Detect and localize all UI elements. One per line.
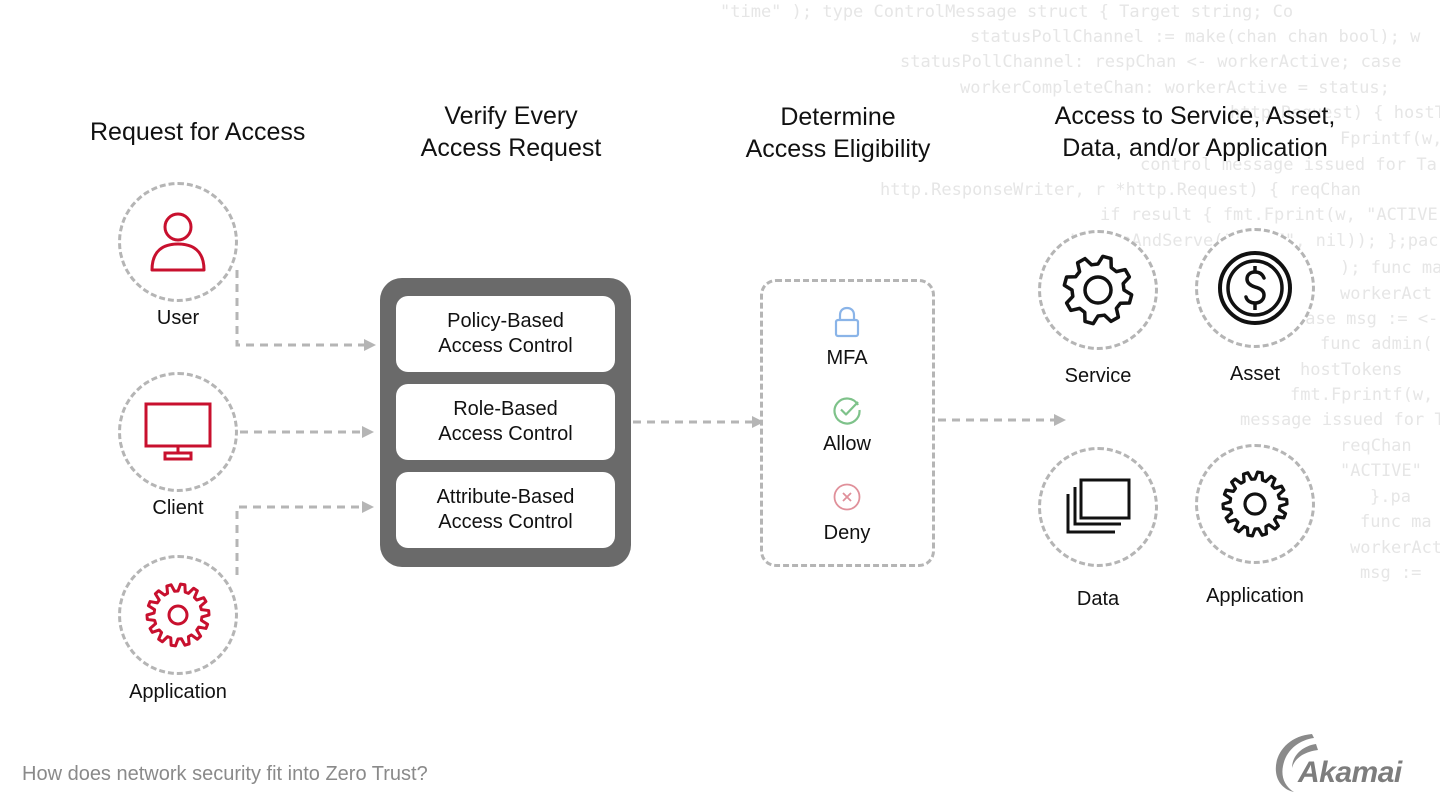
user-icon	[150, 212, 206, 272]
card-line: Access Control	[438, 511, 573, 533]
resource-application-label: Application	[1206, 585, 1304, 607]
eligibility-box: MFA Allow Deny	[760, 279, 935, 567]
check-circle-icon	[833, 397, 861, 425]
resource-asset-label: Asset	[1229, 363, 1281, 385]
eligibility-mfa-label: MFA	[826, 347, 868, 369]
card-line: Access Control	[438, 335, 573, 357]
gear-icon	[1221, 470, 1289, 538]
card-line: Attribute-Based	[436, 486, 575, 508]
gear-hole	[1083, 275, 1113, 305]
requester-client-label: Client	[152, 497, 204, 519]
title-request-for-access: Request for Access	[90, 116, 305, 148]
eligibility-deny-label: Deny	[823, 522, 871, 544]
gear-icon	[1062, 254, 1134, 326]
resource-service-label: Service	[1064, 365, 1132, 387]
akamai-wordmark: Akamai	[1298, 756, 1402, 789]
gear-body	[145, 582, 211, 648]
role-based-access-control-card: Role-Based Access Control	[396, 384, 615, 460]
gear-hole	[167, 604, 189, 626]
resource-service-circle	[1038, 230, 1158, 350]
resource-application-circle	[1195, 444, 1315, 564]
card-line: Role-Based	[453, 398, 558, 420]
requester-application-circle	[118, 555, 238, 675]
title-line: Request for Access	[90, 118, 306, 146]
card-line: Policy-Based	[447, 310, 564, 332]
title-access-to-resources: Access to Service, Asset, Data, and/or A…	[1028, 100, 1362, 164]
requester-user-label: User	[156, 307, 200, 329]
title-line: Verify Every	[444, 102, 578, 130]
gear-body	[1062, 254, 1134, 326]
card-line: Access Control	[438, 423, 573, 445]
resource-data-circle	[1038, 447, 1158, 567]
access-control-panel: Policy-Based Access Control Role-Based A…	[380, 278, 631, 567]
title-line: Access Eligibility	[745, 135, 931, 163]
monitor-icon	[144, 402, 212, 461]
resource-data-label: Data	[1076, 588, 1120, 610]
title-line: Access to Service, Asset,	[1054, 102, 1336, 130]
title-verify-every-access-request: Verify Every Access Request	[391, 100, 631, 164]
akamai-wave-icon	[1275, 734, 1318, 792]
title-line: Data, and/or Application	[1062, 134, 1328, 162]
attribute-based-access-control-card: Attribute-Based Access Control	[396, 472, 615, 548]
requester-client-circle	[118, 372, 238, 492]
gear-icon	[145, 582, 211, 648]
title-line: Access Request	[420, 134, 602, 162]
connector-user	[235, 270, 376, 351]
requester-user-circle	[118, 182, 238, 302]
title-line: Determine	[780, 103, 896, 131]
x-circle-icon	[833, 483, 861, 511]
policy-based-access-control-card: Policy-Based Access Control	[396, 296, 615, 372]
dollar-coin-icon	[1218, 251, 1292, 325]
connector-application	[235, 501, 374, 575]
akamai-logo: Akamai	[1272, 730, 1422, 794]
gear-body	[1221, 470, 1289, 538]
title-determine-access-eligibility: Determine Access Eligibility	[720, 101, 956, 165]
eligibility-allow-label: Allow	[823, 433, 871, 455]
requester-application-label: Application	[129, 681, 227, 703]
stacked-windows-icon	[1066, 478, 1131, 534]
gear-hole	[1243, 492, 1267, 516]
lock-icon	[834, 306, 860, 338]
caption: How does network security fit into Zero …	[22, 763, 428, 785]
resource-asset-circle	[1195, 228, 1315, 348]
